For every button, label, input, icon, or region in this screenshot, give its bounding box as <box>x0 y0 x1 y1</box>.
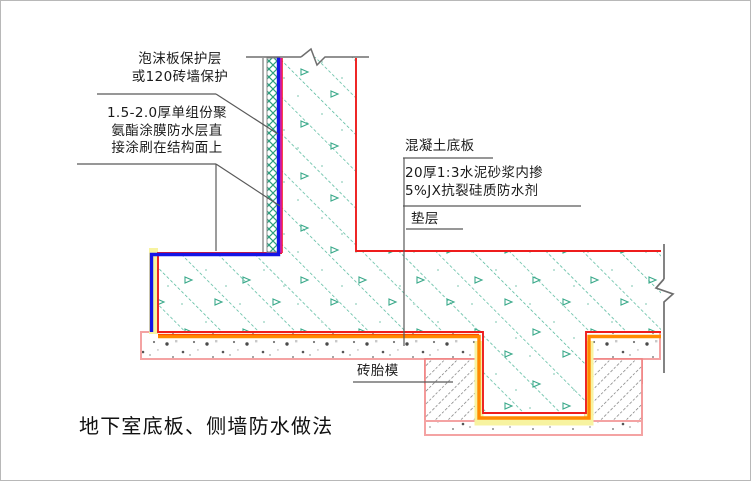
waterproof-layer-orange <box>158 333 661 420</box>
concrete-structure <box>157 57 661 414</box>
cushion-layer-note: 垫层 <box>411 211 439 227</box>
break-lines <box>246 47 675 373</box>
brick-formwork-note: 砖胎模 <box>357 363 399 379</box>
protection-layer <box>262 57 279 253</box>
polyurethane-membrane-note: 1.5-2.0厚单组份聚 氨酯涂膜防水层直 接涂刷在结构面上 <box>106 105 228 157</box>
foam-board-protection-note: 泡沫板保护层 或120砖墙保护 <box>131 51 229 85</box>
drawing-title: 地下室底板、侧墙防水做法 <box>79 414 334 438</box>
leader-lines <box>77 93 581 383</box>
cement-mortar-note: 20厚1:3水泥砂浆内掺 5%JX抗裂硅质防水剂 <box>405 165 544 199</box>
concrete-base-slab-note: 混凝土底板 <box>405 138 475 154</box>
waterproof-membrane <box>149 57 282 332</box>
